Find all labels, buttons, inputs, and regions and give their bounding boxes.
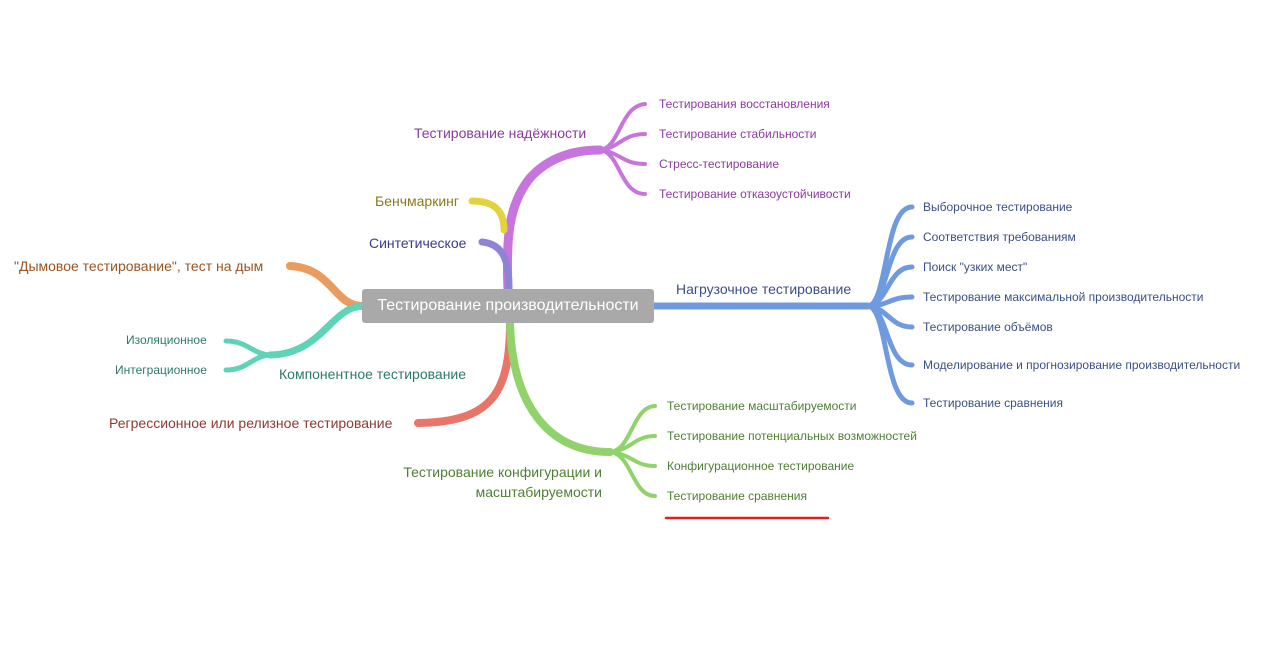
config-label[interactable]: Тестирование конфигурации и масштабируем…	[394, 462, 602, 502]
load-item[interactable]: Выборочное тестирование	[923, 200, 1073, 214]
config-item[interactable]: Тестирование масштабируемости	[667, 399, 857, 413]
component-item[interactable]: Интеграционное	[115, 363, 207, 377]
twig-reliability-4	[598, 148, 647, 196]
twig-reliability-1	[598, 102, 647, 152]
component-label[interactable]: Компонентное тестирование	[279, 366, 467, 382]
load-label[interactable]: Нагрузочное тестирование	[676, 281, 852, 297]
reliability-item[interactable]: Тестирования восстановления	[659, 97, 830, 111]
reliability-item[interactable]: Стресс-тестирование	[659, 157, 780, 171]
load-item[interactable]: Соответствия требованиям	[923, 230, 1076, 244]
benchmarking-label[interactable]: Бенчмаркинг	[375, 193, 459, 209]
branch-smoke	[286, 262, 366, 310]
smoke-label[interactable]: "Дымовое тестирование", тест на дым	[14, 258, 264, 274]
config-item[interactable]: Конфигурационное тестирование	[667, 459, 855, 473]
component-item[interactable]: Изоляционное	[126, 333, 207, 347]
load-item[interactable]: Тестирование объёмов	[923, 320, 1053, 334]
reliability-label[interactable]: Тестирование надёжности	[414, 125, 587, 141]
twig-config-2	[608, 434, 657, 454]
config-item[interactable]: Тестирование сравнения	[667, 489, 807, 503]
load-item[interactable]: Поиск "узких мест"	[923, 260, 1028, 274]
config-label-line2: масштабируемости	[475, 484, 602, 500]
twig-load-7	[865, 303, 915, 406]
center-node[interactable]: Тестирование производительности	[362, 289, 654, 323]
branch-synthetic	[478, 238, 513, 293]
config-label-line1: Тестирование конфигурации и	[403, 464, 602, 480]
branch-component	[266, 302, 366, 359]
twig-component-1	[223, 338, 273, 358]
load-item[interactable]: Тестирование максимальной производительн…	[923, 290, 1204, 304]
twig-component-2	[223, 352, 273, 373]
regression-label[interactable]: Регрессионное или релизное тестирование	[109, 415, 393, 431]
twig-load-1	[865, 204, 915, 309]
branch-reliability	[502, 145, 605, 294]
load-item[interactable]: Тестирование сравнения	[923, 396, 1063, 410]
synthetic-label[interactable]: Синтетическое	[369, 235, 467, 251]
config-item[interactable]: Тестирование потенциальных возможностей	[667, 429, 917, 443]
load-item[interactable]: Моделирование и прогнозирование производ…	[923, 358, 1241, 372]
branch-benchmarking	[468, 197, 508, 234]
reliability-item[interactable]: Тестирование стабильности	[659, 127, 817, 141]
branch-config	[506, 319, 614, 456]
twig-config-4	[608, 450, 657, 498]
reliability-item[interactable]: Тестирование отказоустойчивости	[659, 187, 851, 201]
twig-reliability-2	[598, 132, 647, 152]
